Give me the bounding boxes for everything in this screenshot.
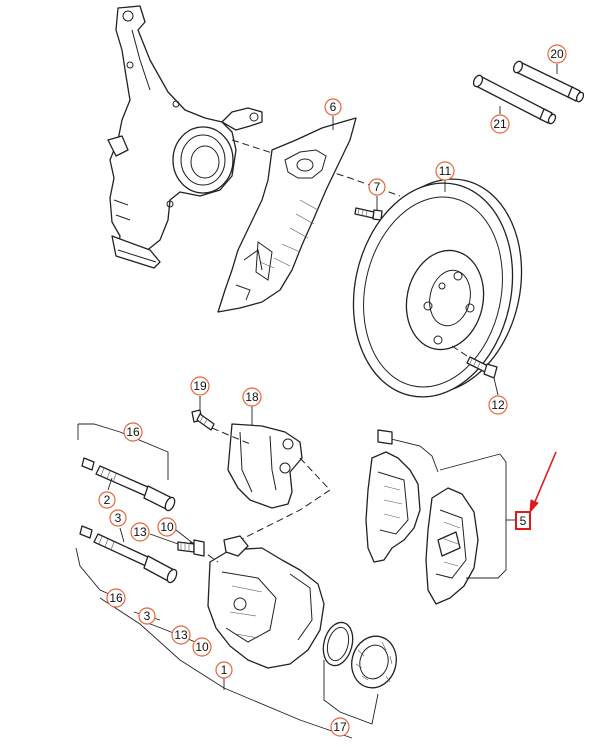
dust-boot <box>351 635 397 689</box>
callout-13-upper-label: 13 <box>133 525 147 539</box>
brake-pad-outer <box>425 487 479 605</box>
callout-2-label: 2 <box>104 493 111 507</box>
bleeder-valve <box>177 539 205 557</box>
callout-17: 17 <box>330 717 350 737</box>
axis-line-hub <box>231 139 401 197</box>
callout-5-highlighted: 5 <box>515 511 531 530</box>
callout-17-label: 17 <box>333 720 347 734</box>
callout-10-lower-label: 10 <box>195 640 209 654</box>
callout-12: 12 <box>488 395 508 415</box>
callout-16-lower-label: 16 <box>109 591 123 605</box>
callout-1-label: 1 <box>221 663 228 677</box>
callout-2: 2 <box>98 491 116 509</box>
callout-3-upper-label: 3 <box>115 511 122 525</box>
steering-knuckle <box>107 5 263 269</box>
callout-11-label: 11 <box>439 164 452 178</box>
grease-tube-20 <box>512 60 585 103</box>
callout-19: 19 <box>190 376 210 396</box>
callout-6: 6 <box>324 98 342 116</box>
brake-pad-inner <box>365 451 421 563</box>
callout-13-upper: 13 <box>130 522 150 542</box>
callout-20-label: 20 <box>550 47 564 61</box>
callout-10-lower: 10 <box>192 637 212 657</box>
brake-rotor <box>352 178 523 398</box>
callout-21-label: 21 <box>493 117 507 131</box>
callout-3-lower-label: 3 <box>144 609 151 623</box>
axis-line-bolt-12 <box>451 345 471 359</box>
grease-tube-21 <box>472 74 557 125</box>
bolt-7 <box>354 207 383 221</box>
callout-16-upper: 16 <box>123 422 143 442</box>
callout-7-label: 7 <box>374 180 381 194</box>
callout-20: 20 <box>547 44 567 64</box>
callout-12-label: 12 <box>491 398 505 412</box>
callout-11: 11 <box>435 161 455 181</box>
callout-18: 18 <box>242 387 262 407</box>
brake-caliper <box>207 535 325 669</box>
bolt-19 <box>191 409 215 431</box>
guide-pin-upper <box>81 457 176 512</box>
axis-line-bracket <box>211 427 331 541</box>
callout-16-lower: 16 <box>106 588 126 608</box>
callout-5-label: 5 <box>520 514 527 528</box>
callout-21: 21 <box>490 114 510 134</box>
splash-shield <box>217 117 357 313</box>
piston-seal <box>322 621 354 667</box>
caliper-bracket <box>227 423 303 509</box>
callout-18-label: 18 <box>245 390 259 404</box>
callout-1: 1 <box>215 661 233 679</box>
callout-3-lower: 3 <box>138 607 156 625</box>
callout-3-upper: 3 <box>109 509 127 527</box>
callout-6-label: 6 <box>330 100 337 114</box>
callout-19-label: 19 <box>193 379 207 393</box>
callout-13-lower: 13 <box>171 625 191 645</box>
callout-13-lower-label: 13 <box>174 628 188 642</box>
callout-7: 7 <box>368 178 386 196</box>
guide-pin-lower <box>79 525 178 584</box>
wear-sensor-wire <box>377 429 439 473</box>
callout-10-upper-label: 10 <box>160 520 174 534</box>
callout-10-upper: 10 <box>157 517 177 537</box>
callout-16-upper-label: 16 <box>126 425 140 439</box>
